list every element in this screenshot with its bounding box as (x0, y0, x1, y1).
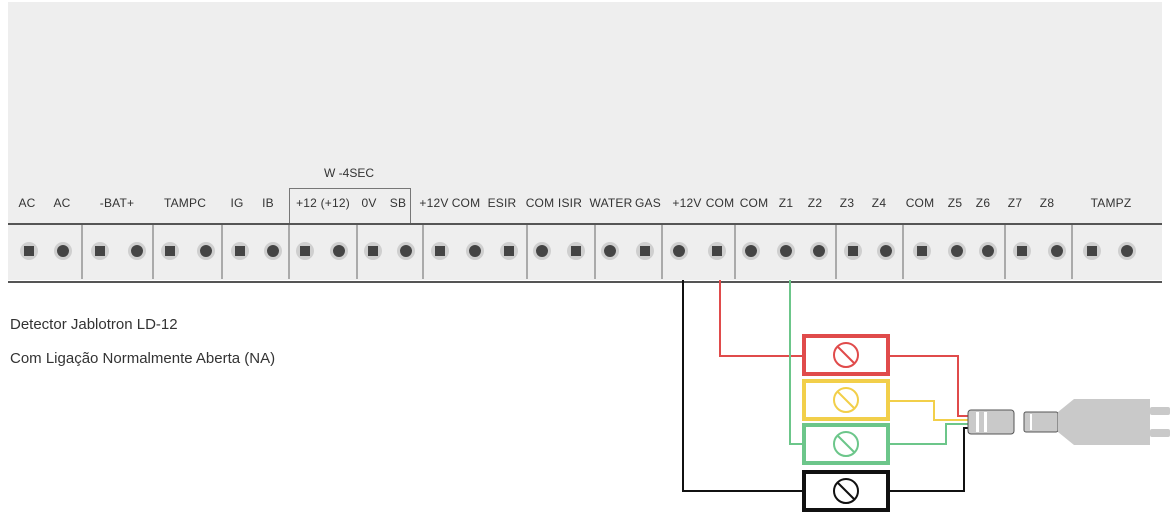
wire-black-out (886, 427, 972, 492)
plug-connector (967, 399, 1170, 445)
wire-red-out (886, 355, 972, 417)
terminal-label: COM (525, 196, 555, 210)
caption-title: Detector Jablotron LD-12 (10, 316, 178, 333)
terminal-strip (8, 223, 1162, 283)
terminal-screw (1048, 242, 1066, 260)
terminal-label: 0V (361, 196, 377, 210)
terminal-label: COM (905, 196, 935, 210)
terminal-label: WATER (589, 196, 633, 210)
terminal-screws (20, 225, 1136, 279)
terminal-screw (500, 242, 518, 260)
terminal-screw (742, 242, 760, 260)
terminal-screw (948, 242, 966, 260)
terminal-label: Z5 (947, 196, 963, 210)
terminal-label: +12 (+12) (296, 196, 350, 210)
terminal-screw (636, 242, 654, 260)
terminal-label: Z8 (1039, 196, 1055, 210)
terminal-screw (128, 242, 146, 260)
terminal-screw (364, 242, 382, 260)
terminal-label: -BAT+ (99, 196, 135, 210)
terminal-screw (1083, 242, 1101, 260)
group-label-w4sec: W -4SEC (323, 166, 375, 180)
terminal-screw (20, 242, 38, 260)
alarm-panel-board (8, 2, 1162, 280)
terminal-screw (777, 242, 795, 260)
terminal-label: SB (389, 196, 407, 210)
terminal-screw (810, 242, 828, 260)
terminal-label: IB (262, 196, 274, 210)
group-bracket-w4sec (289, 188, 411, 223)
terminal-label: IG (230, 196, 244, 210)
caption-subtitle: Com Ligação Normalmente Aberta (NA) (10, 350, 276, 367)
terminal-screw (567, 242, 585, 260)
terminal-screw (197, 242, 215, 260)
terminal-screw (296, 242, 314, 260)
terminal-screw (264, 242, 282, 260)
wire-black (682, 280, 806, 492)
terminal-label: +12V (672, 196, 702, 210)
terminal-label: Z6 (975, 196, 991, 210)
terminal-screw (1013, 242, 1031, 260)
terminal-block-green (802, 423, 890, 465)
terminal-screw (708, 242, 726, 260)
terminal-label: COM (451, 196, 481, 210)
terminal-screw (533, 242, 551, 260)
terminal-screw (54, 242, 72, 260)
terminal-label: +12V (419, 196, 449, 210)
terminal-label: AC (53, 196, 71, 210)
terminal-block-black (802, 470, 890, 512)
terminal-label: ESIR (487, 196, 517, 210)
terminal-label: COM (705, 196, 735, 210)
terminal-label: Z1 (778, 196, 794, 210)
wire-red (719, 280, 806, 357)
terminal-label: COM (739, 196, 769, 210)
terminal-label: Z3 (839, 196, 855, 210)
terminal-screw (913, 242, 931, 260)
wire-green (789, 280, 806, 445)
terminal-screw (397, 242, 415, 260)
terminal-screw (330, 242, 348, 260)
terminal-screw (91, 242, 109, 260)
terminal-screw (877, 242, 895, 260)
terminal-screw (979, 242, 997, 260)
terminal-block-yellow (802, 379, 890, 421)
terminal-block-red (802, 334, 890, 376)
terminal-screw (1118, 242, 1136, 260)
terminal-label: Z7 (1007, 196, 1023, 210)
terminal-label: TAMPZ (1090, 196, 1132, 210)
terminal-screw (161, 242, 179, 260)
terminal-label: AC (18, 196, 36, 210)
terminal-label: Z4 (871, 196, 887, 210)
terminal-label: GAS (635, 196, 661, 210)
terminal-label: ISIR (557, 196, 583, 210)
wire-green-out (886, 423, 972, 445)
terminal-screw (231, 242, 249, 260)
terminal-screw (844, 242, 862, 260)
terminal-screw (431, 242, 449, 260)
wire-yellow-out (886, 400, 972, 421)
terminal-label: Z2 (807, 196, 823, 210)
terminal-label: TAMPC (163, 196, 207, 210)
terminal-screw (670, 242, 688, 260)
terminal-screw (601, 242, 619, 260)
terminal-screw (466, 242, 484, 260)
